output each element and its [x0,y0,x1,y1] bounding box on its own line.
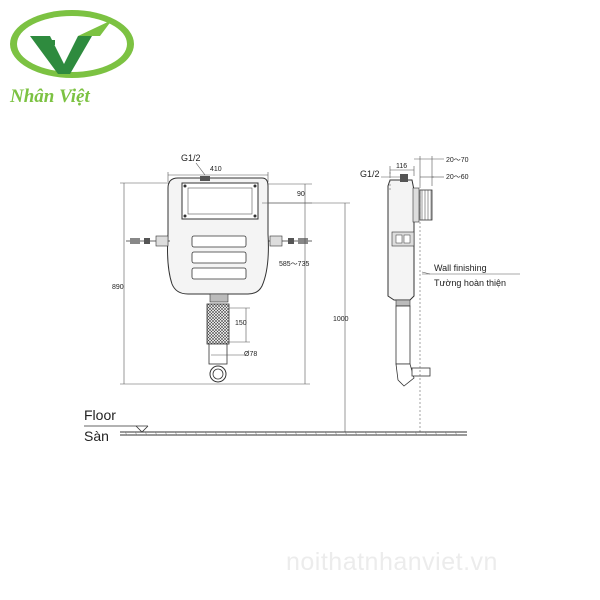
dim-flush-pipe: 150 [235,320,247,327]
dim-height-to-floor: 1000 [333,316,349,323]
front-inlet-label: G1/2 [181,153,201,163]
dim-depth: 116 [396,163,407,170]
dim-total-height: 890 [112,284,124,291]
dim-inlet-range: 585～735 [279,261,309,268]
dim-outlet-diameter: Ø78 [244,351,257,358]
dim-top-offset: 90 [297,191,305,198]
floor-line [84,425,467,436]
side-inlet-label: G1/2 [360,169,380,179]
floor-label-vi: Sàn [84,428,109,444]
dim-adjust-2: 20～60 [446,174,469,181]
brand-logo [10,10,134,78]
dim-adjust-1: 20～70 [446,157,469,164]
watermark: noithatnhanviet.vn [286,548,498,576]
dim-width: 410 [210,166,222,173]
side-view [381,156,520,432]
brand-name: Nhân Việt [9,86,90,107]
wall-finishing-label: Wall finishing [434,263,487,273]
front-view [120,162,350,432]
floor-label: Floor [84,407,116,423]
wall-finishing-label-vi: Tường hoàn thiện [434,278,506,288]
